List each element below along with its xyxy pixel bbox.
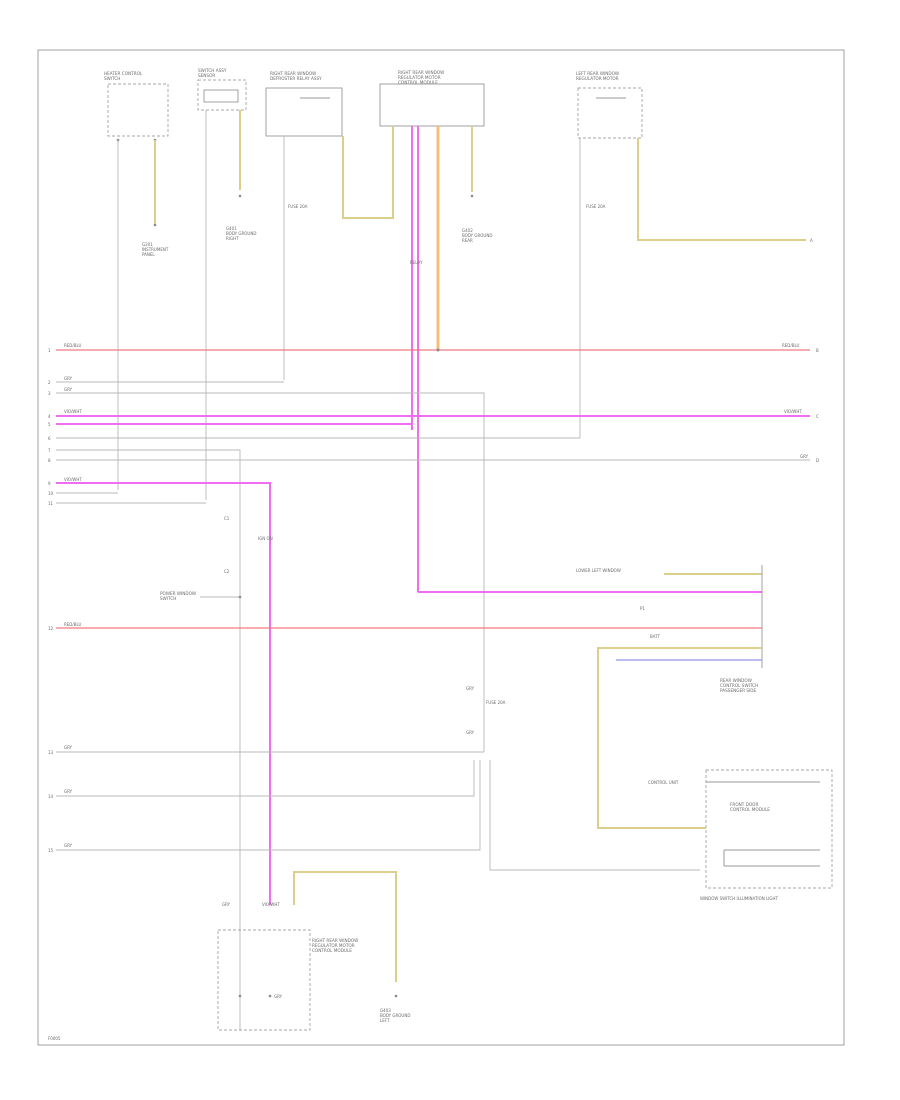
svg-text:IGN ON: IGN ON	[258, 536, 273, 541]
svg-text:15: 15	[48, 848, 54, 853]
svg-text:7: 7	[48, 448, 51, 453]
svg-text:12: 12	[48, 626, 54, 631]
svg-text:CONTROL UNIT: CONTROL UNIT	[648, 780, 679, 785]
svg-text:3: 3	[48, 391, 51, 396]
svg-text:2: 2	[48, 380, 51, 385]
wire-gray-to-light	[489, 760, 700, 871]
diagram-frame	[37, 49, 845, 1046]
svg-text:GRY: GRY	[274, 994, 283, 999]
svg-text:RED/BLU: RED/BLU	[64, 343, 82, 348]
wire-yellow-to-light	[597, 700, 706, 829]
svg-text:LOWER LEFT WINDOW: LOWER LEFT WINDOW	[576, 568, 621, 573]
svg-text:RED/BLU: RED/BLU	[64, 622, 82, 627]
svg-text:C1: C1	[224, 516, 230, 521]
svg-text:GRY: GRY	[64, 745, 73, 750]
wire-gray-bus-4	[56, 449, 241, 1030]
svg-text:P1: P1	[640, 606, 645, 611]
svg-text:BATT: BATT	[650, 634, 661, 639]
svg-text:5: 5	[48, 422, 51, 427]
svg-text:GRY: GRY	[222, 902, 231, 907]
svg-text:RED/BLU: RED/BLU	[782, 343, 800, 348]
svg-text:FUSE 20A: FUSE 20A	[586, 204, 606, 209]
svg-text:FUSE 20A: FUSE 20A	[288, 204, 308, 209]
svg-text:4: 4	[48, 414, 51, 419]
svg-text:GRY: GRY	[800, 454, 809, 459]
svg-text:13: 13	[48, 750, 54, 755]
wire-gray-bus-2	[56, 392, 485, 752]
wire-gray-bus-7	[56, 760, 475, 797]
svg-text:D: D	[816, 458, 819, 463]
svg-text:WINDOW SWITCH ILLUMINATION LIG: WINDOW SWITCH ILLUMINATION LIGHT	[700, 896, 779, 901]
svg-text:9: 9	[48, 481, 51, 486]
svg-text:C: C	[816, 414, 819, 419]
svg-text:10: 10	[48, 491, 54, 496]
svg-text:1: 1	[48, 348, 51, 353]
svg-text:GRY: GRY	[64, 387, 73, 392]
component-relay-center: GRY FUSE 20A GRY	[466, 686, 506, 735]
svg-text:11: 11	[48, 501, 54, 506]
svg-text:VIO/WHT: VIO/WHT	[64, 409, 82, 414]
svg-text:GRY: GRY	[64, 789, 73, 794]
svg-text:GRY: GRY	[64, 843, 73, 848]
svg-text:14: 14	[48, 794, 54, 799]
wire-violet-bus-3	[56, 482, 271, 905]
svg-text:RELAY: RELAY	[410, 260, 423, 265]
svg-text:8: 8	[48, 458, 51, 463]
svg-text:GRY: GRY	[64, 376, 73, 381]
svg-text:VIO/WHT: VIO/WHT	[262, 902, 280, 907]
svg-text:VIO/WHT: VIO/WHT	[64, 477, 82, 482]
svg-text:B: B	[816, 348, 819, 353]
svg-text:C2: C2	[224, 569, 230, 574]
svg-text:FUSE 20A: FUSE 20A	[486, 700, 506, 705]
svg-text:A: A	[810, 238, 813, 243]
svg-text:6: 6	[48, 436, 51, 441]
wire-gray-bus-8	[56, 760, 481, 851]
wire-yellow-right	[637, 138, 806, 241]
footer-code: F0005	[48, 1036, 61, 1041]
svg-text:GRY: GRY	[466, 686, 475, 691]
wire-yellow-loop	[342, 126, 394, 219]
svg-text:VIO/WHT: VIO/WHT	[784, 409, 802, 414]
svg-text:GRY: GRY	[466, 730, 475, 735]
